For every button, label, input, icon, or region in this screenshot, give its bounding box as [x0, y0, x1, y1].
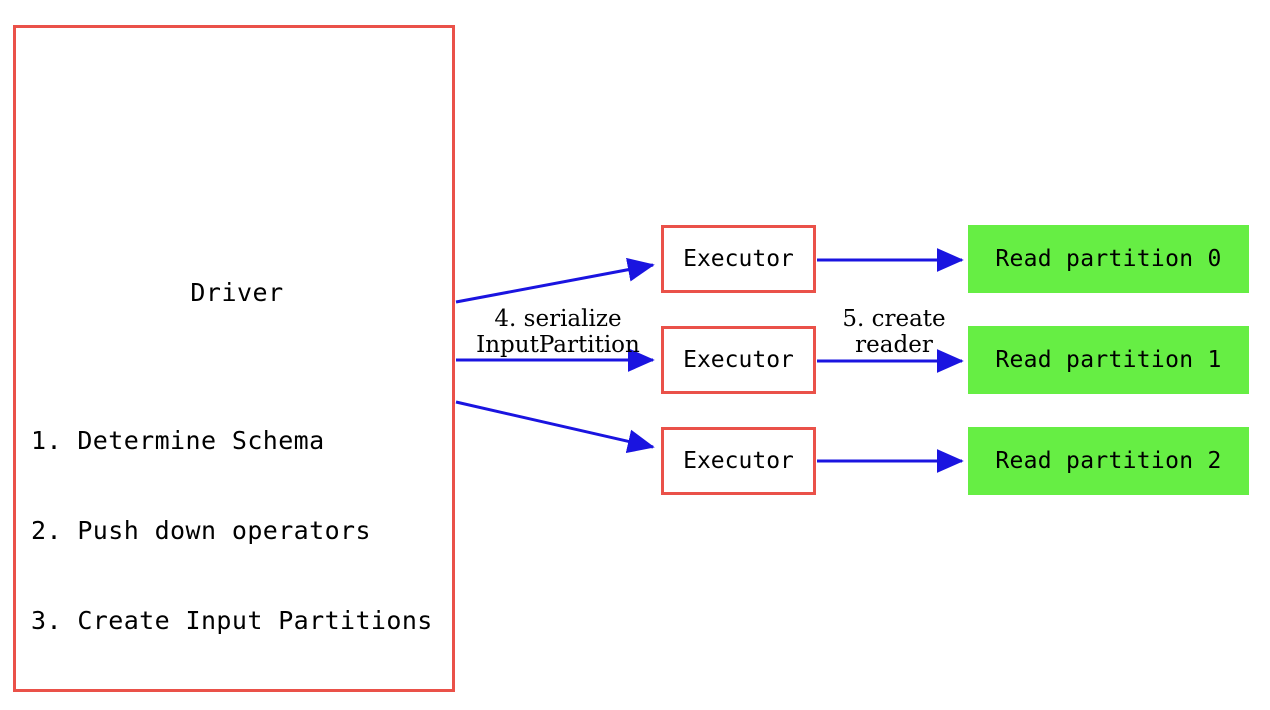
- edge-label-create-reader-line1: 5. create: [842, 306, 946, 332]
- executor-box-2: Executor: [661, 326, 816, 394]
- arrow-driver-to-executor-1: [455, 257, 655, 304]
- read-partition-box-1: Read partition 1: [968, 326, 1249, 394]
- read-partition-box-2: Read partition 2: [968, 427, 1249, 495]
- arrow-driver-to-executor-3: [455, 400, 655, 454]
- executor-label-3: Executor: [683, 448, 794, 474]
- edge-label-serialize-line2: InputPartition: [476, 332, 640, 358]
- read-partition-box-0: Read partition 0: [968, 225, 1249, 293]
- executor-label-2: Executor: [683, 347, 794, 373]
- read-partition-label-2: Read partition 2: [995, 448, 1222, 474]
- edge-label-serialize: 4. serialize InputPartition: [458, 306, 658, 358]
- driver-box: Driver 1. Determine Schema 2. Push down …: [13, 25, 455, 692]
- driver-step-3: 3. Create Input Partitions: [31, 606, 433, 635]
- executor-box-3: Executor: [661, 427, 816, 495]
- read-partition-label-1: Read partition 1: [995, 347, 1222, 373]
- executor-label-1: Executor: [683, 246, 794, 272]
- driver-steps-list: 1. Determine Schema 2. Push down operato…: [31, 366, 433, 696]
- edge-label-serialize-line1: 4. serialize: [494, 306, 622, 332]
- edge-label-create-reader: 5. create reader: [823, 306, 965, 358]
- driver-step-1: 1. Determine Schema: [31, 426, 325, 455]
- driver-title: Driver: [190, 278, 284, 307]
- executor-box-1: Executor: [661, 225, 816, 293]
- driver-step-2: 2. Push down operators: [31, 516, 371, 545]
- read-partition-label-0: Read partition 0: [995, 246, 1222, 272]
- edge-label-create-reader-line2: reader: [855, 332, 933, 358]
